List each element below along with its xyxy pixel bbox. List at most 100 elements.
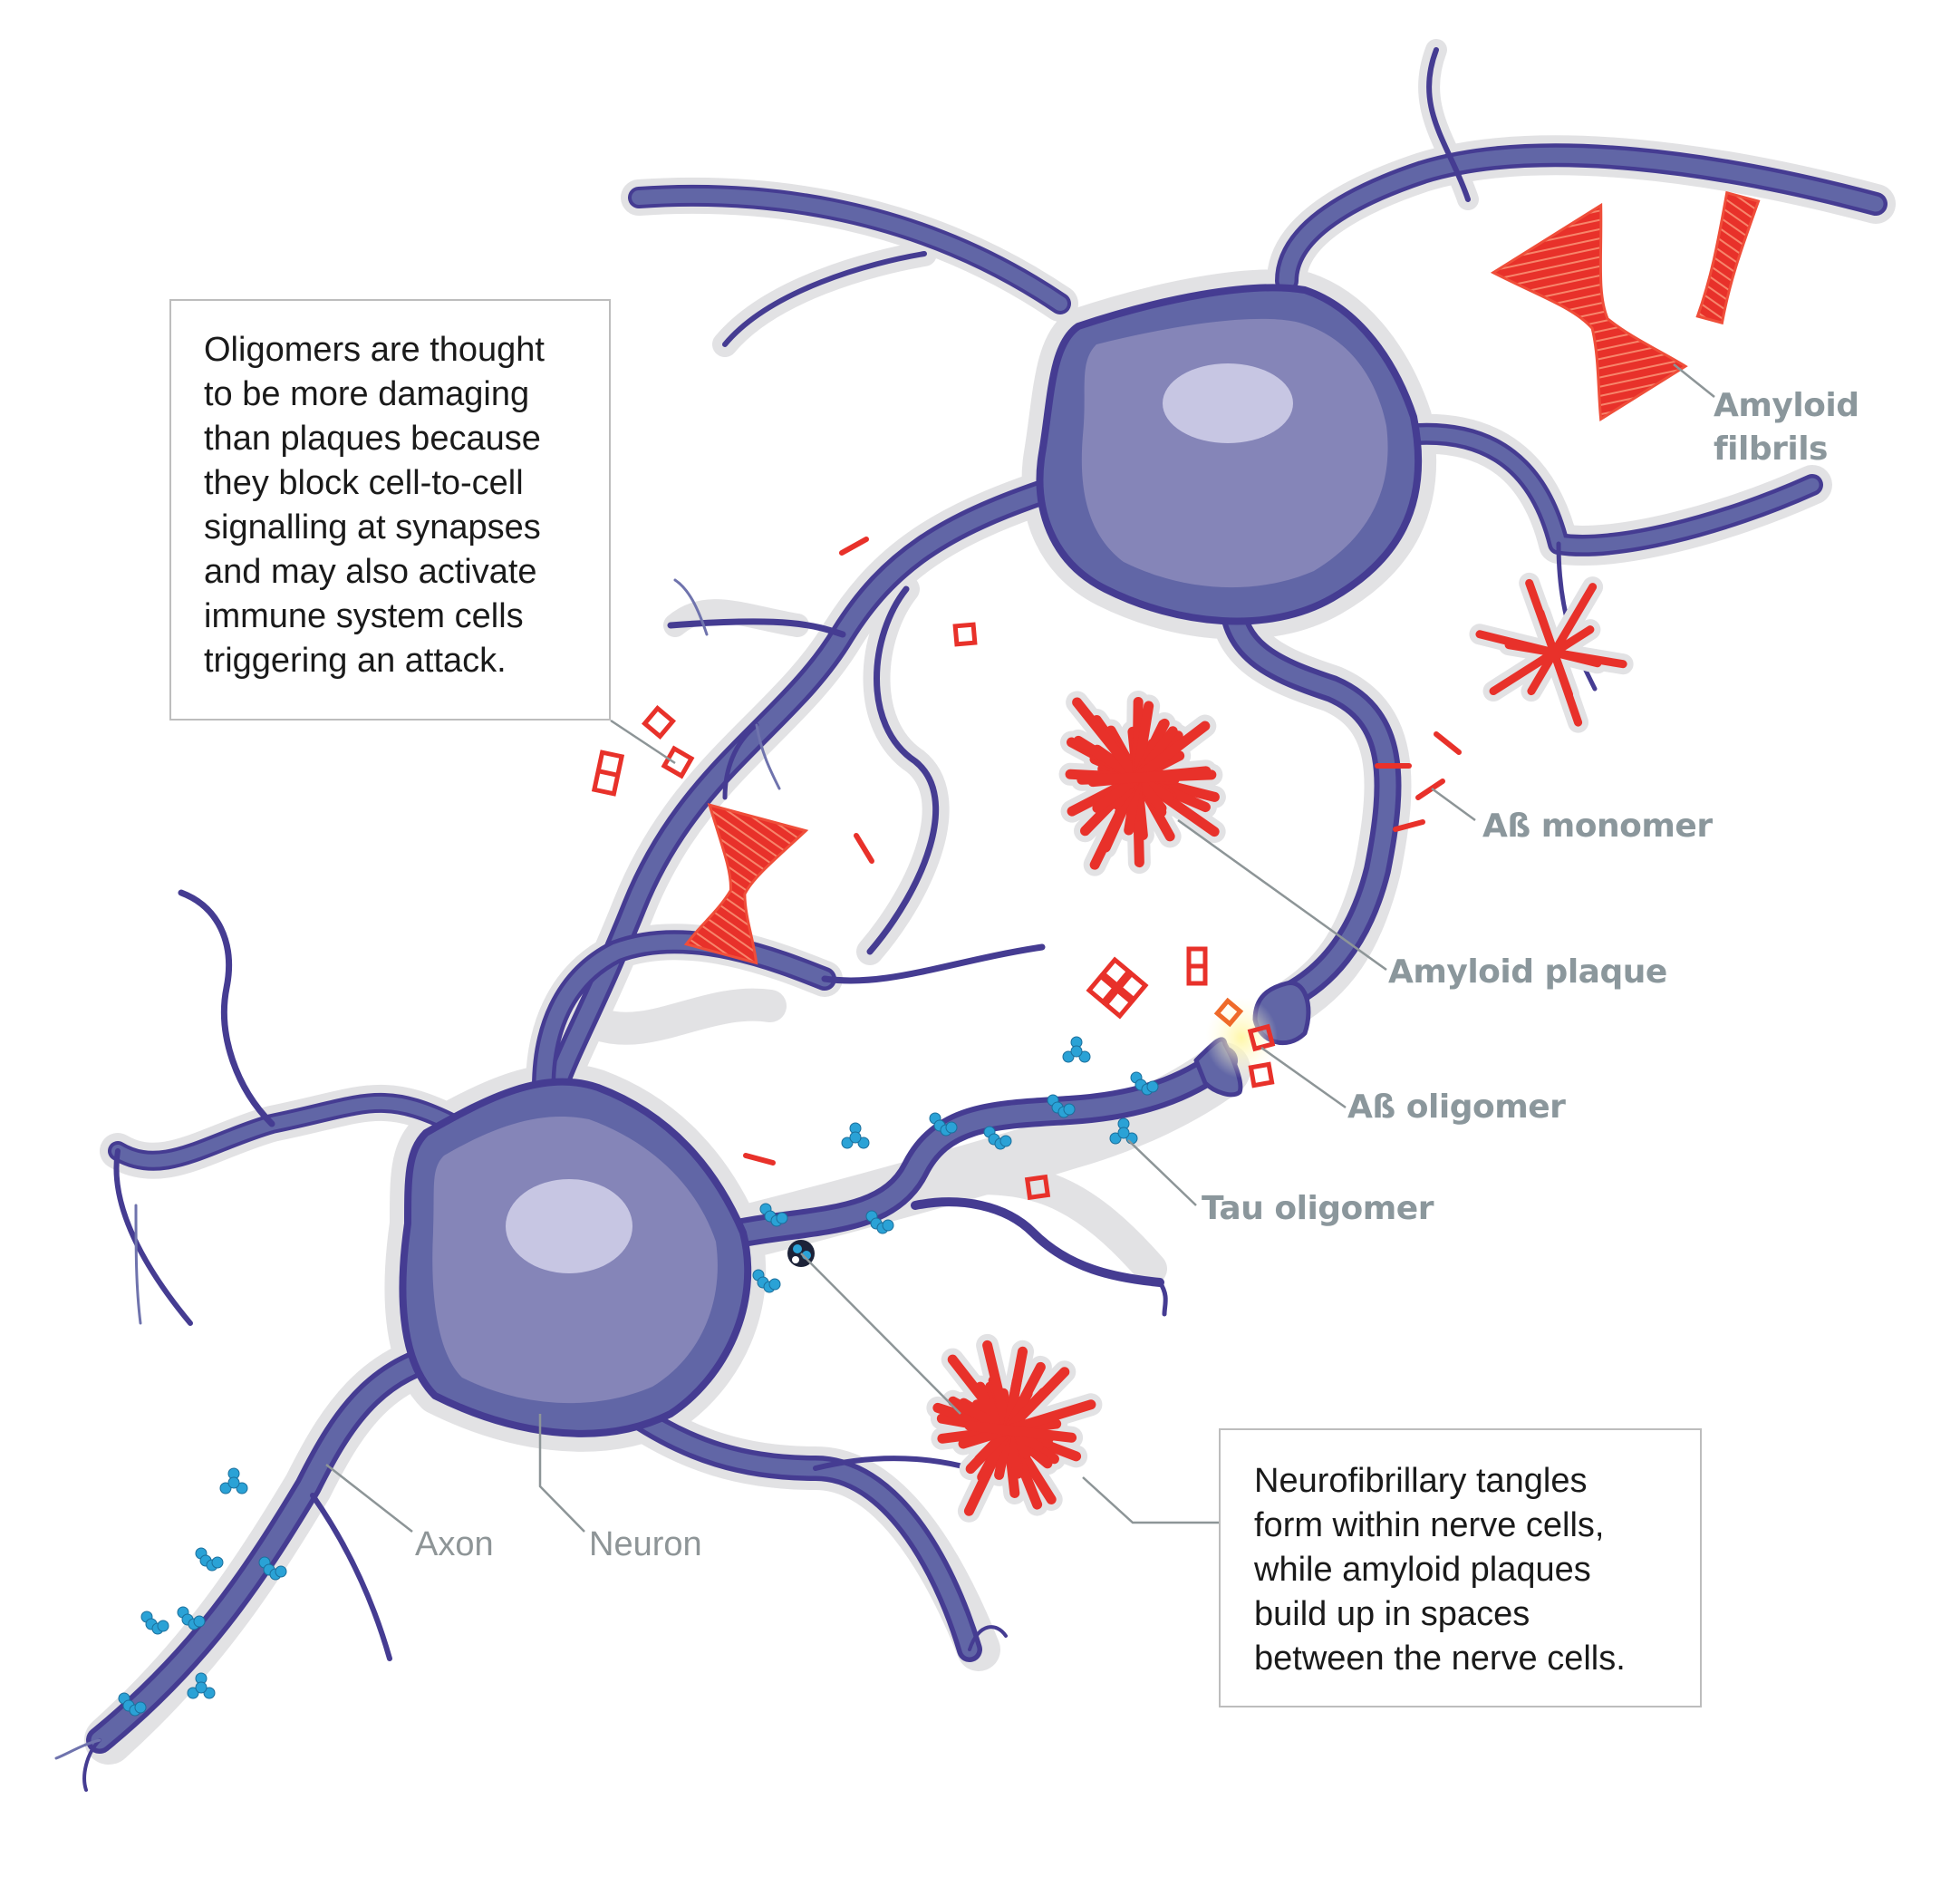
leader-fibrils xyxy=(1673,363,1715,398)
ab-monomer xyxy=(1434,731,1462,755)
fibril-ray xyxy=(1525,578,1574,699)
leader-axon xyxy=(325,1464,413,1533)
tau-subunit xyxy=(841,1137,854,1149)
ab-monomer xyxy=(743,1153,776,1166)
tau-oligomer xyxy=(1130,1071,1159,1096)
upper-neuron-nucleus xyxy=(1163,363,1293,443)
callout-line: and may also activate xyxy=(204,553,537,591)
label-axon: Axon xyxy=(415,1525,494,1563)
tau-subunit xyxy=(227,1476,240,1489)
ab-oligomer xyxy=(1213,997,1244,1028)
ab-oligomer xyxy=(1248,1061,1275,1088)
fibril-ray xyxy=(958,1399,1096,1449)
upper-neuron-inner xyxy=(1081,318,1388,588)
callout-line: than plaques because xyxy=(204,420,541,458)
tau-oligomer xyxy=(929,1112,958,1137)
ab-monomer xyxy=(854,833,874,864)
ab-monomer xyxy=(1393,819,1425,832)
callout-line: signalling at synapses xyxy=(204,508,541,547)
tau-oligomer xyxy=(865,1210,894,1234)
amyloid-fibril-small xyxy=(1695,190,1761,325)
tau-subunit xyxy=(857,1137,870,1149)
tau-oligomer xyxy=(187,1672,216,1699)
callout-line: Oligomers are thought xyxy=(204,331,545,369)
tau-subunit xyxy=(211,1556,224,1569)
fibril-ray xyxy=(964,1420,1077,1443)
callout-line: build up in spaces xyxy=(1254,1595,1530,1633)
tau-oligomers xyxy=(118,1036,1159,1717)
tau-subunit xyxy=(193,1615,206,1628)
fibril-ray xyxy=(1077,769,1217,785)
tau-subunit xyxy=(1117,1127,1130,1139)
amyloid-fibril-middle xyxy=(683,803,809,965)
neurofibrillary-tangle xyxy=(926,1333,1103,1523)
amyloid-plaque xyxy=(1058,690,1226,876)
tau-oligomer xyxy=(177,1606,206,1630)
ab-monomer xyxy=(839,537,869,556)
leader-tangle xyxy=(800,1253,961,1415)
fibril-ray xyxy=(974,1367,1070,1465)
leader-oligomers-box xyxy=(610,719,676,765)
amyloid-star-upper-right xyxy=(1469,572,1634,733)
label-tau-oligomer: Tau oligomer xyxy=(1202,1190,1434,1227)
upper-neuron-dendrites xyxy=(538,47,1888,1137)
tau-subunit xyxy=(134,1701,147,1714)
callout-line: form within nerve cells, xyxy=(1254,1506,1605,1544)
tau-subunit xyxy=(157,1620,169,1632)
callout-oligomers: Oligomers are thought to be more damagin… xyxy=(169,299,611,721)
fibril-ray xyxy=(1072,697,1167,814)
ab-oligomers xyxy=(591,622,1276,1201)
label-amyloid-fibrils: Amyloid filbrils xyxy=(1714,384,1859,471)
label-amyloid-fibrils-line2: filbrils xyxy=(1714,430,1828,468)
tau-subunit xyxy=(187,1687,199,1699)
callout-tangles: Neurofibrillary tangles form within nerv… xyxy=(1219,1428,1702,1707)
label-ab-oligomer: Aß oligomer xyxy=(1347,1088,1566,1126)
amyloid-fibril-large xyxy=(1490,202,1688,421)
tau-subunit xyxy=(945,1121,958,1134)
tau-oligomer xyxy=(983,1126,1012,1150)
upper-neuron xyxy=(538,47,1888,1137)
callout-line: triggering an attack. xyxy=(204,642,507,680)
callout-line: between the nerve cells. xyxy=(1254,1640,1626,1678)
leader-tangles-box xyxy=(1082,1476,1219,1524)
label-amyloid-plaque: Amyloid plaque xyxy=(1388,953,1667,991)
fibril-ray xyxy=(1527,583,1598,696)
leader-lines xyxy=(325,363,1715,1533)
tau-oligomer xyxy=(752,1269,781,1293)
leader-monomer xyxy=(1431,787,1476,822)
callout-line: Neurofibrillary tangles xyxy=(1254,1462,1588,1500)
callout-line: while amyloid plaques xyxy=(1254,1551,1591,1589)
ab-oligomer xyxy=(952,622,978,647)
tau-oligomer xyxy=(219,1467,248,1495)
tau-subunit xyxy=(768,1278,781,1291)
tau-subunit xyxy=(1109,1132,1122,1145)
leader-tau xyxy=(1127,1139,1197,1206)
tau-oligomer xyxy=(1062,1036,1091,1063)
label-amyloid-fibrils-line1: Amyloid xyxy=(1714,387,1859,424)
lower-neuron-dendrites xyxy=(54,889,1238,1792)
label-neuron: Neuron xyxy=(589,1525,702,1563)
tau-subunit xyxy=(203,1687,216,1699)
tau-subunit xyxy=(1070,1045,1083,1058)
tau-subunit xyxy=(219,1482,232,1495)
lower-neuron xyxy=(54,889,1243,1792)
leader-neuron xyxy=(538,1414,585,1533)
fibril-ray xyxy=(1092,721,1211,814)
fibril-ray xyxy=(1475,630,1602,668)
fibril-ray xyxy=(982,1340,1023,1479)
tau-oligomer xyxy=(258,1556,287,1581)
fibril-ray xyxy=(1073,735,1173,803)
callout-line: immune system cells xyxy=(204,597,524,635)
tau-oligomer xyxy=(759,1203,788,1227)
ab-oligomer xyxy=(1024,1174,1051,1201)
leader-plaque xyxy=(1177,818,1387,972)
ab-oligomer-cluster xyxy=(1086,956,1149,1020)
tau-oligomer xyxy=(140,1611,169,1635)
leader-ab-oligomer xyxy=(1260,1046,1347,1109)
ab-oligomer xyxy=(1247,1023,1276,1052)
fibril-ray xyxy=(1489,625,1595,696)
tau-subunit xyxy=(236,1482,248,1495)
ab-oligomer xyxy=(641,704,677,740)
tau-subunit xyxy=(195,1681,208,1694)
tau-subunit xyxy=(849,1131,862,1144)
